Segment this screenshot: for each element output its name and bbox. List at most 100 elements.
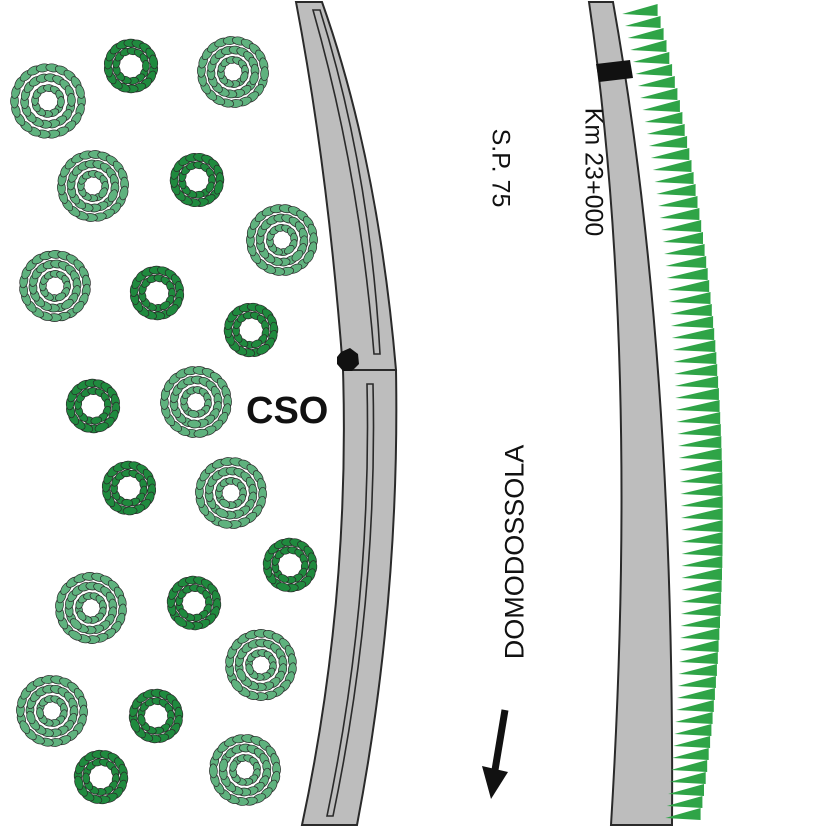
- cso-point: [337, 348, 359, 371]
- hedge-tooth: [632, 52, 670, 64]
- hedge-tooth: [676, 700, 714, 712]
- tree-icon: [209, 734, 281, 806]
- left-road-edge-upper: [294, 1, 398, 371]
- hedge-tooth: [679, 640, 719, 652]
- hedge-tooth: [665, 256, 707, 268]
- hedge-tooth: [678, 448, 722, 460]
- tree-icon: [128, 688, 184, 744]
- hedge-tooth: [680, 616, 720, 628]
- hedge-tooth: [644, 112, 683, 124]
- hedge-tooth: [680, 628, 720, 640]
- hedge-tooth: [681, 592, 722, 604]
- tree-icon: [16, 675, 88, 747]
- hedge-tooth: [652, 160, 692, 172]
- hedge-tooth: [679, 652, 718, 664]
- hedge-tooth: [665, 808, 701, 820]
- hedge-tooth: [622, 4, 658, 16]
- hedge-tooth: [681, 544, 723, 556]
- hedge-tooth: [679, 472, 723, 484]
- tree-icon: [160, 366, 232, 438]
- hedge-tooth: [678, 664, 717, 676]
- tree-icon: [73, 749, 129, 805]
- hedge-tooth: [658, 196, 698, 208]
- hedge-tooth: [672, 340, 716, 352]
- kilometer-label: Km 23+000: [579, 107, 608, 237]
- hedge-tooth: [679, 460, 723, 472]
- tree-icon: [169, 152, 225, 208]
- hedge-tooth: [680, 484, 723, 496]
- hedge-tooth: [680, 604, 721, 616]
- hedge-tooth: [637, 76, 675, 88]
- hedge-tooth: [642, 100, 680, 112]
- arrow-down-icon: [482, 709, 509, 799]
- hedge-tooth: [648, 136, 688, 148]
- hedge-tooth: [659, 208, 700, 220]
- hedge-tooth: [675, 400, 720, 412]
- hedge-tooth: [661, 220, 702, 232]
- hedge-tooth: [673, 736, 711, 748]
- tree-icon: [166, 575, 222, 631]
- hedge-tooth: [674, 724, 712, 736]
- tree-icon: [57, 150, 129, 222]
- left-road-edge-lower: [300, 369, 398, 826]
- hedge-tooth: [630, 40, 667, 52]
- hedge-tooth: [635, 64, 673, 76]
- hedge-tooth: [681, 556, 723, 568]
- tree-icon: [197, 36, 269, 108]
- hedge-tooth: [677, 688, 715, 700]
- hedge-tooth: [675, 712, 713, 724]
- right-road-edge: [587, 1, 674, 826]
- hedge-tooth: [668, 292, 711, 304]
- left-road-inner-line-lower: [326, 383, 375, 817]
- vegetation-hedge: [622, 4, 723, 820]
- hedge-tooth: [646, 124, 685, 136]
- hedge-tooth: [662, 232, 703, 244]
- tree-icon: [65, 378, 121, 434]
- hedge-tooth: [670, 316, 714, 328]
- hedge-tooth: [664, 244, 705, 256]
- hedge-tooth: [640, 88, 678, 100]
- tree-icon: [223, 302, 279, 358]
- tree-icon: [195, 457, 267, 529]
- hedge-tooth: [681, 532, 723, 544]
- hedge-tooth: [675, 388, 719, 400]
- tree-icon: [225, 629, 297, 701]
- hedge-tooth: [676, 412, 721, 424]
- hedge-tooth: [681, 508, 723, 520]
- hedge-tooth: [671, 328, 715, 340]
- hedge-tooth: [681, 580, 722, 592]
- hedge-tooth: [670, 304, 712, 316]
- hedge-tooth: [672, 748, 709, 760]
- hedge-tooth: [666, 796, 703, 808]
- hedge-tooth: [669, 772, 706, 784]
- tree-icon: [246, 204, 318, 276]
- hedge-tooth: [674, 364, 718, 376]
- tree-icon: [19, 250, 91, 322]
- left-road-inner-line-upper: [311, 9, 381, 355]
- hedge-tooth: [673, 352, 717, 364]
- hedge-tooth: [654, 172, 694, 184]
- hedge-tooth: [677, 424, 721, 436]
- hedge-tooth: [668, 784, 704, 796]
- hedge-tooth: [625, 16, 661, 28]
- hedge-tooth: [680, 496, 723, 508]
- cso-label: CSO: [246, 390, 329, 432]
- hedge-tooth: [678, 436, 722, 448]
- hedge-tooth: [670, 760, 708, 772]
- hedge-tooth: [677, 676, 716, 688]
- tree-cluster-left: [10, 36, 318, 806]
- tree-icon: [55, 572, 127, 644]
- direction-label: DOMODOSSOLA: [499, 444, 530, 660]
- hedge-tooth: [681, 568, 722, 580]
- tree-icon: [129, 265, 185, 321]
- tree-icon: [262, 537, 318, 593]
- hedge-tooth: [674, 376, 719, 388]
- road-name-label: S.P. 75: [486, 128, 515, 208]
- tree-icon: [103, 38, 159, 94]
- hedge-tooth: [667, 280, 710, 292]
- hedge-tooth: [681, 520, 723, 532]
- tree-icon: [10, 63, 86, 139]
- hedge-tooth: [650, 148, 690, 160]
- hedge-tooth: [666, 268, 708, 280]
